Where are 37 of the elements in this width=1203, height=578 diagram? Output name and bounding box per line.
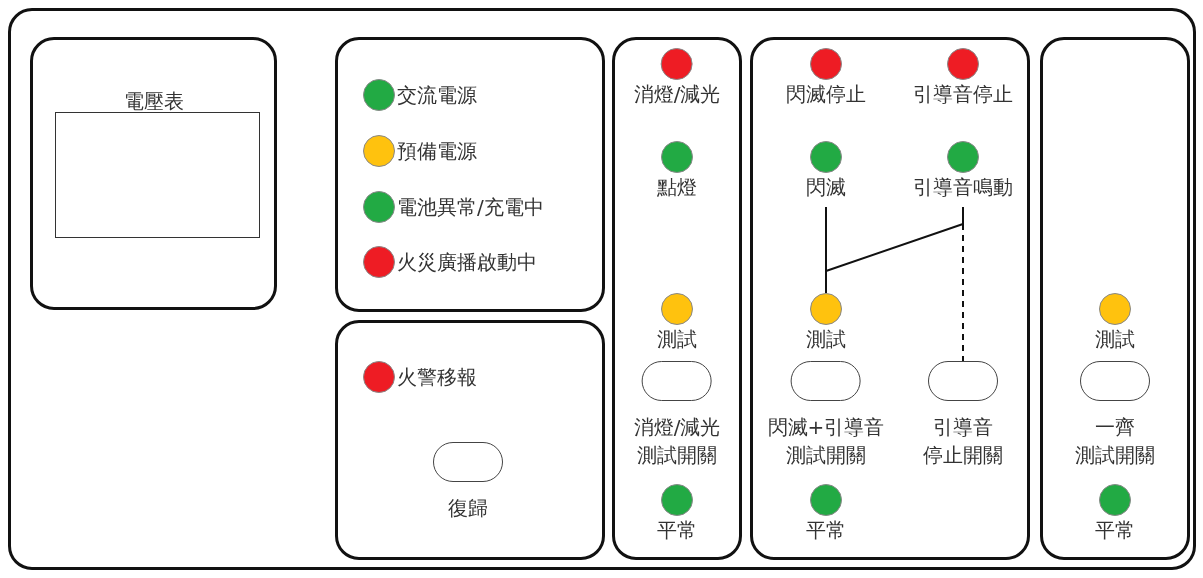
lamp-label: 電池異常/充電中 [397, 194, 544, 221]
panel-frame [8, 8, 1196, 570]
lamp-label: 測試 [1095, 326, 1135, 353]
switch-label: 測試開關 [637, 442, 717, 469]
lamp-label: 預備電源 [397, 138, 477, 165]
meter-display [55, 112, 260, 238]
lamp-label: 平常 [657, 517, 697, 544]
lamp-label: 引導音停止 [913, 81, 1013, 108]
switch-label: 一齊 [1095, 414, 1135, 441]
lamp-label: 平常 [1095, 517, 1135, 544]
connector-line [962, 223, 964, 362]
panel-frame [750, 37, 1030, 560]
lamp-label: 火災廣播啟動中 [397, 249, 537, 276]
panel-frame [1040, 37, 1190, 560]
lamp-label: 測試 [806, 326, 846, 353]
switch-label: 復歸 [448, 495, 488, 522]
lamp-label: 消燈/減光 [633, 81, 721, 108]
switch-label: 測試開關 [1075, 442, 1155, 469]
lamp-label: 閃滅停止 [786, 81, 866, 108]
lamp-label: 引導音鳴動 [913, 174, 1013, 201]
lamp-label: 閃滅 [806, 174, 846, 201]
panel-frame [335, 320, 605, 560]
switch-label: 引導音 [933, 414, 993, 441]
switch-label: 停止開關 [923, 442, 1003, 469]
switch-label: 消燈/減光 [633, 414, 721, 441]
panel-frame [335, 37, 605, 312]
lamp-label: 測試 [657, 326, 697, 353]
lamp-label: 平常 [806, 517, 846, 544]
lamp-label: 交流電源 [397, 82, 477, 109]
lamp-label: 火警移報 [397, 364, 477, 391]
panel-frame [612, 37, 742, 560]
switch-label: 測試開關 [786, 442, 866, 469]
lamp-label: 點燈 [657, 174, 697, 201]
switch-label: 閃滅+引導音 [767, 414, 885, 441]
connector-line [825, 206, 964, 294]
panel-frame [30, 37, 277, 310]
panel-title: 電壓表 [122, 88, 185, 115]
